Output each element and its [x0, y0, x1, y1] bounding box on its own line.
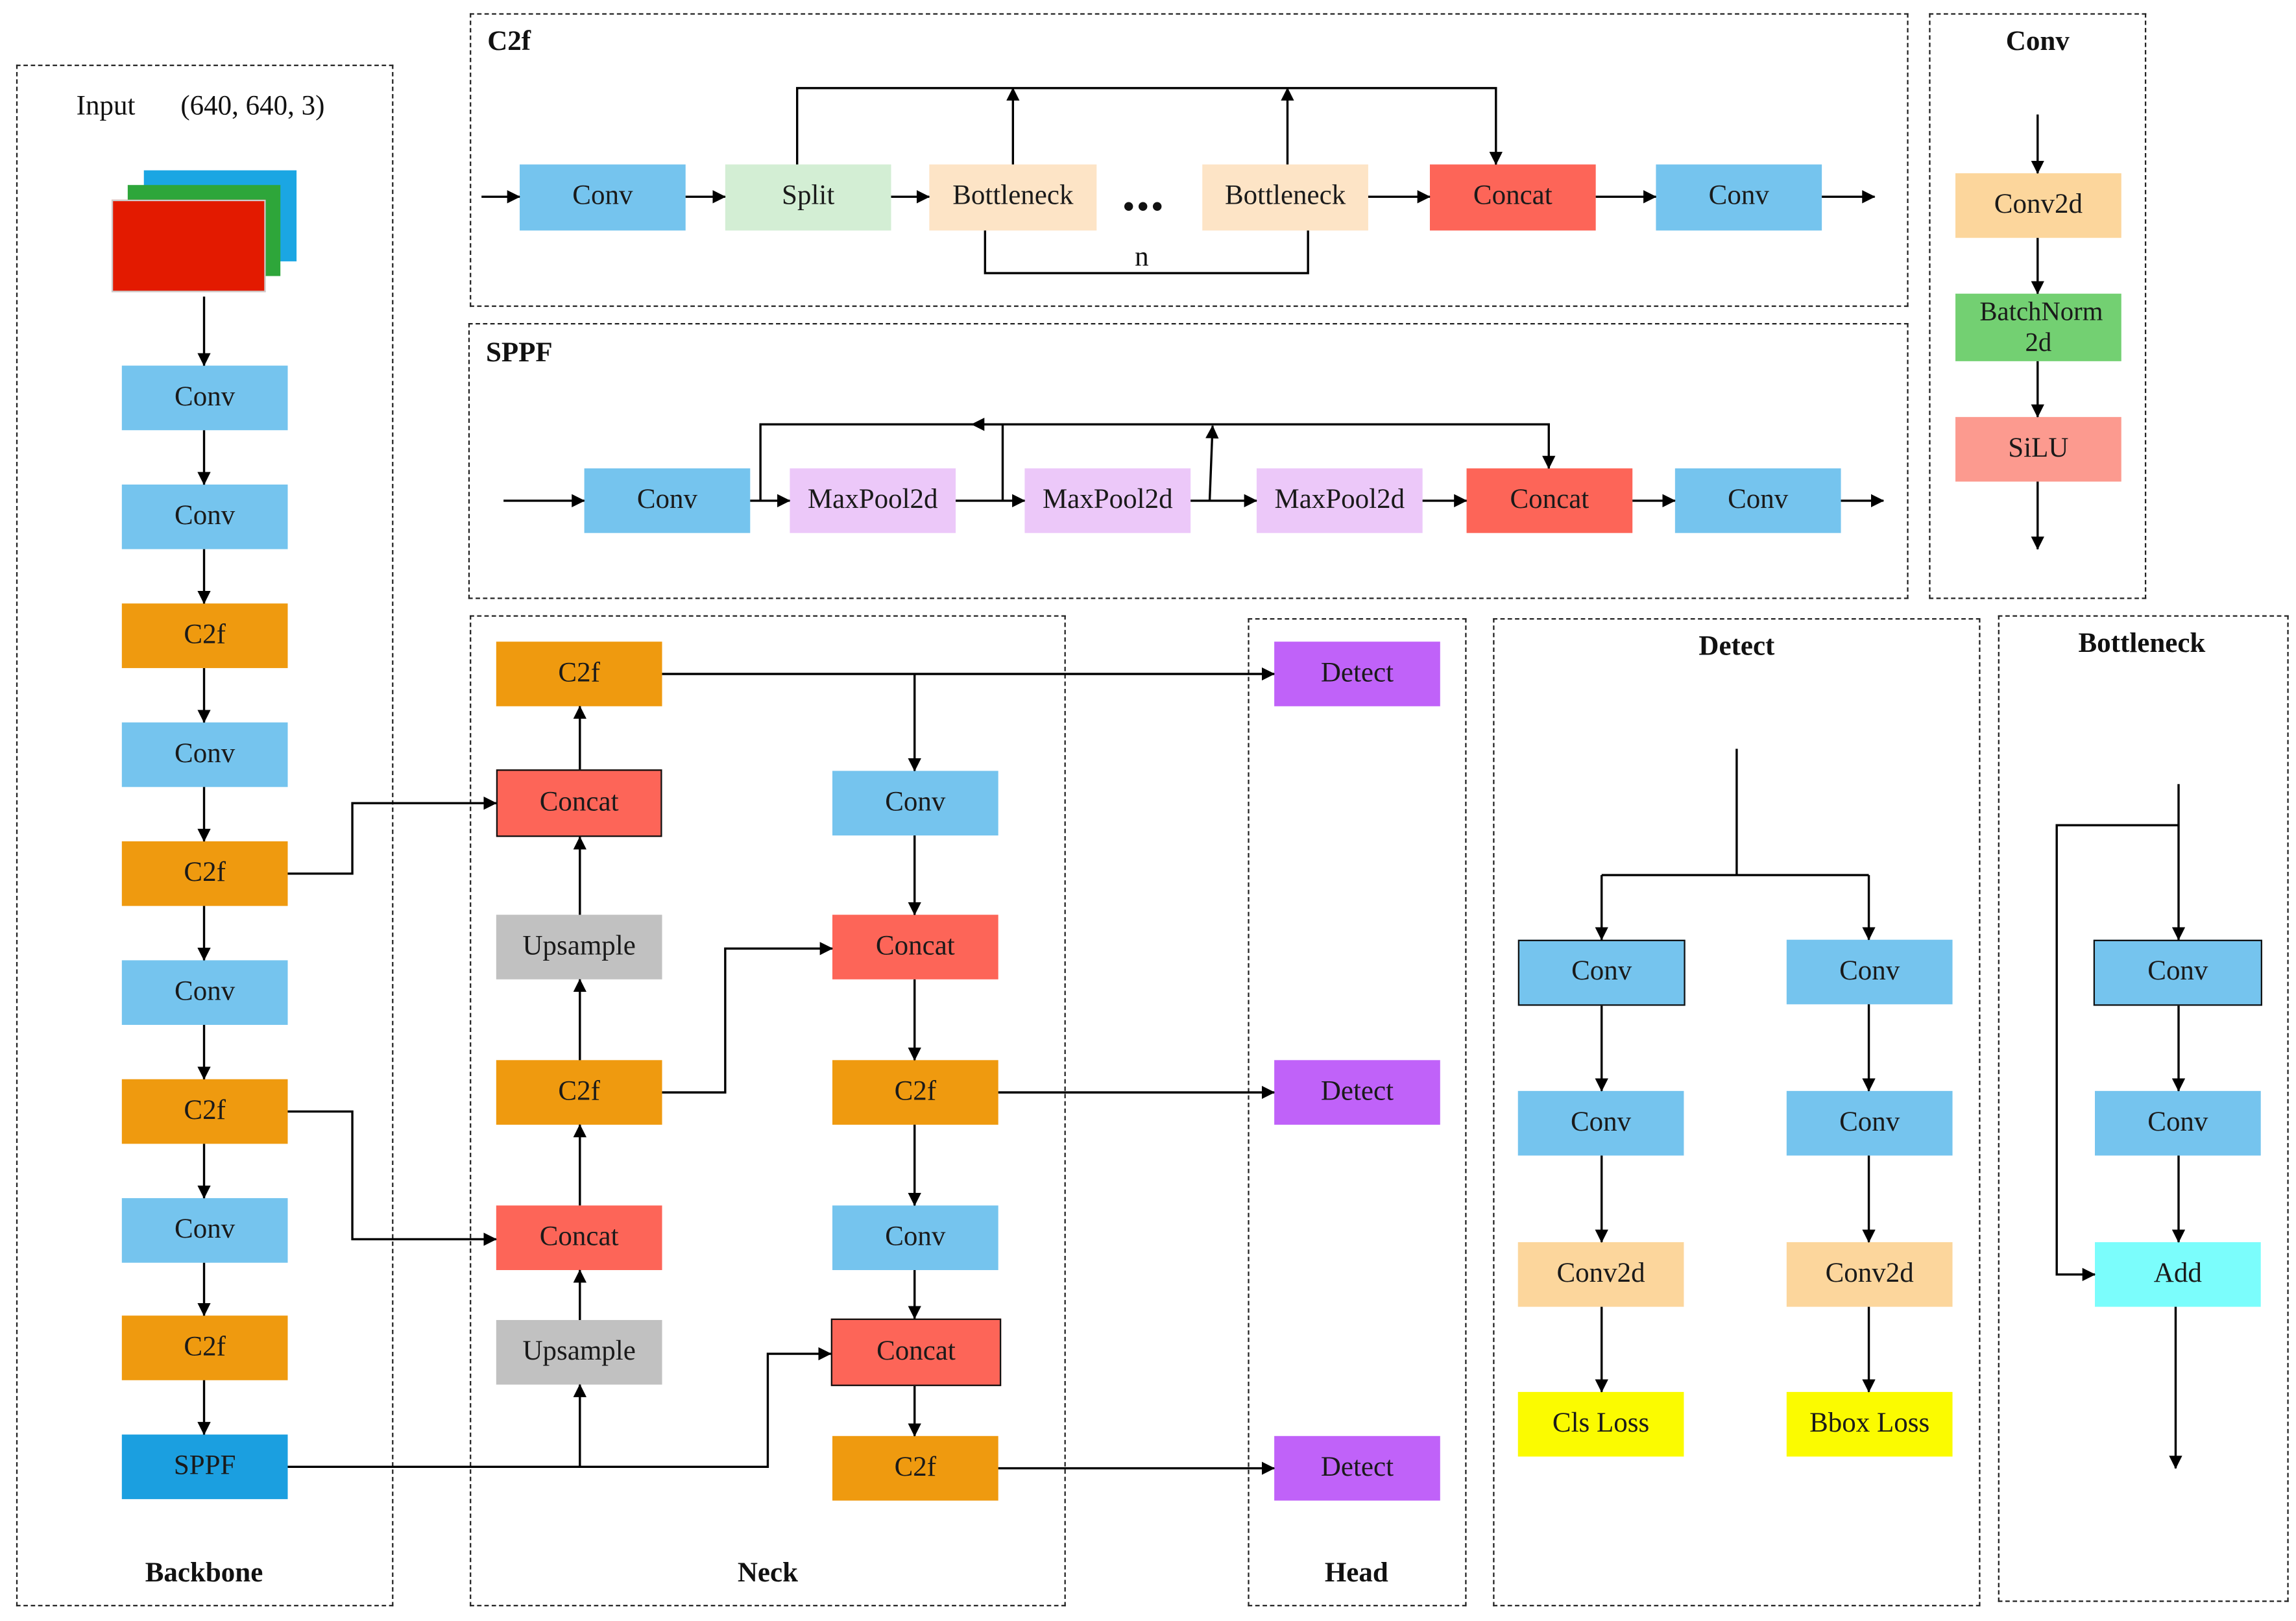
c2f-module-repeat-n: n	[1135, 242, 1149, 274]
sppf-module-concat: Concat	[1466, 468, 1633, 533]
c2f-module-concat: Concat	[1429, 164, 1596, 231]
neck-c2f-top: C2f	[496, 642, 662, 706]
neck-c2f-right-1: C2f	[832, 1060, 998, 1125]
conv-title: Conv	[2005, 26, 2070, 58]
conv-module-batchnorm-label: BatchNorm 2d	[1979, 296, 2103, 357]
sppf-module-maxpool-1: MaxPool2d	[790, 468, 956, 533]
bottleneck-title: Bottleneck	[2078, 628, 2206, 660]
c2f-module-conv-in: Conv	[520, 164, 686, 231]
neck-title: Neck	[737, 1557, 799, 1589]
detect-title: Detect	[1698, 631, 1775, 662]
sppf-region	[468, 322, 1909, 599]
backbone-title: Backbone	[145, 1557, 263, 1589]
detect-region	[1493, 618, 1981, 1607]
backbone-conv-2: Conv	[121, 484, 288, 549]
neck-concat-3: Concat	[832, 915, 998, 979]
sppf-module-maxpool-2: MaxPool2d	[1024, 468, 1191, 533]
backbone-c2f-4: C2f	[121, 1315, 288, 1380]
detect-module-cls-loss: Cls Loss	[1517, 1391, 1684, 1457]
bottleneck-module-conv-1: Conv	[2093, 939, 2262, 1006]
neck-region	[470, 615, 1066, 1607]
neck-concat-4: Concat	[830, 1318, 1002, 1386]
detect-module-conv-right-1: Conv	[1786, 939, 1953, 1005]
sppf-module-conv-out: Conv	[1674, 468, 1841, 533]
detect-module-bbox-loss: Bbox Loss	[1786, 1391, 1953, 1457]
backbone-conv-1: Conv	[121, 365, 288, 431]
neck-upsample-2: Upsample	[496, 1319, 662, 1385]
c2f-module-bottleneck-n: Bottleneck	[1202, 164, 1368, 231]
bottleneck-module-conv-2: Conv	[2095, 1090, 2261, 1156]
c2f-module-split: Split	[725, 164, 891, 231]
input-shape: (640, 640, 3)	[180, 91, 325, 122]
neck-concat-2: Concat	[496, 1205, 662, 1271]
backbone-sppf: SPPF	[121, 1434, 288, 1500]
sppf-module-conv-in: Conv	[584, 468, 751, 533]
backbone-c2f-1: C2f	[121, 603, 288, 668]
conv-module-silu: SiLU	[1955, 416, 2121, 482]
sppf-title: SPPF	[485, 337, 553, 369]
sppf-module-maxpool-3: MaxPool2d	[1256, 468, 1423, 533]
neck-conv-1: Conv	[832, 771, 998, 835]
input-label: Input	[76, 91, 136, 122]
head-title: Head	[1324, 1557, 1388, 1589]
neck-upsample-1: Upsample	[496, 915, 662, 979]
backbone-c2f-2: C2f	[121, 841, 288, 906]
backbone-conv-5: Conv	[121, 1198, 288, 1263]
head-detect-3: Detect	[1274, 1435, 1440, 1501]
c2f-module-conv-out: Conv	[1656, 164, 1822, 231]
neck-c2f-right-2: C2f	[832, 1435, 998, 1501]
detect-module-conv-left-1: Conv	[1517, 939, 1686, 1006]
bottleneck-module-add: Add	[2095, 1242, 2261, 1307]
head-detect-2: Detect	[1274, 1060, 1440, 1125]
head-region	[1248, 618, 1467, 1607]
neck-c2f-mid: C2f	[496, 1060, 662, 1125]
c2f-region	[470, 13, 1909, 307]
detect-module-conv-left-2: Conv	[1517, 1090, 1684, 1156]
backbone-conv-4: Conv	[121, 960, 288, 1025]
neck-concat-1: Concat	[496, 769, 662, 837]
detect-module-conv2d-right: Conv2d	[1786, 1242, 1953, 1307]
c2f-module-bottleneck-1: Bottleneck	[929, 164, 1097, 231]
conv-module-conv2d: Conv2d	[1955, 173, 2121, 238]
backbone-conv-3: Conv	[121, 722, 288, 787]
c2f-module-ellipsis: •••	[1123, 187, 1166, 225]
backbone-c2f-3: C2f	[121, 1079, 288, 1144]
backbone-region	[16, 64, 394, 1607]
input-red-channel	[111, 199, 266, 293]
detect-module-conv2d-left: Conv2d	[1517, 1242, 1684, 1307]
c2f-title: C2f	[487, 26, 531, 58]
conv-module-batchnorm: BatchNorm 2d	[1955, 293, 2121, 361]
conv-region	[1929, 13, 2147, 599]
bottleneck-region	[1998, 615, 2289, 1602]
input-image-icon	[111, 170, 300, 297]
neck-conv-2: Conv	[832, 1205, 998, 1271]
detect-module-conv-right-2: Conv	[1786, 1090, 1953, 1156]
head-detect-1: Detect	[1274, 642, 1440, 706]
